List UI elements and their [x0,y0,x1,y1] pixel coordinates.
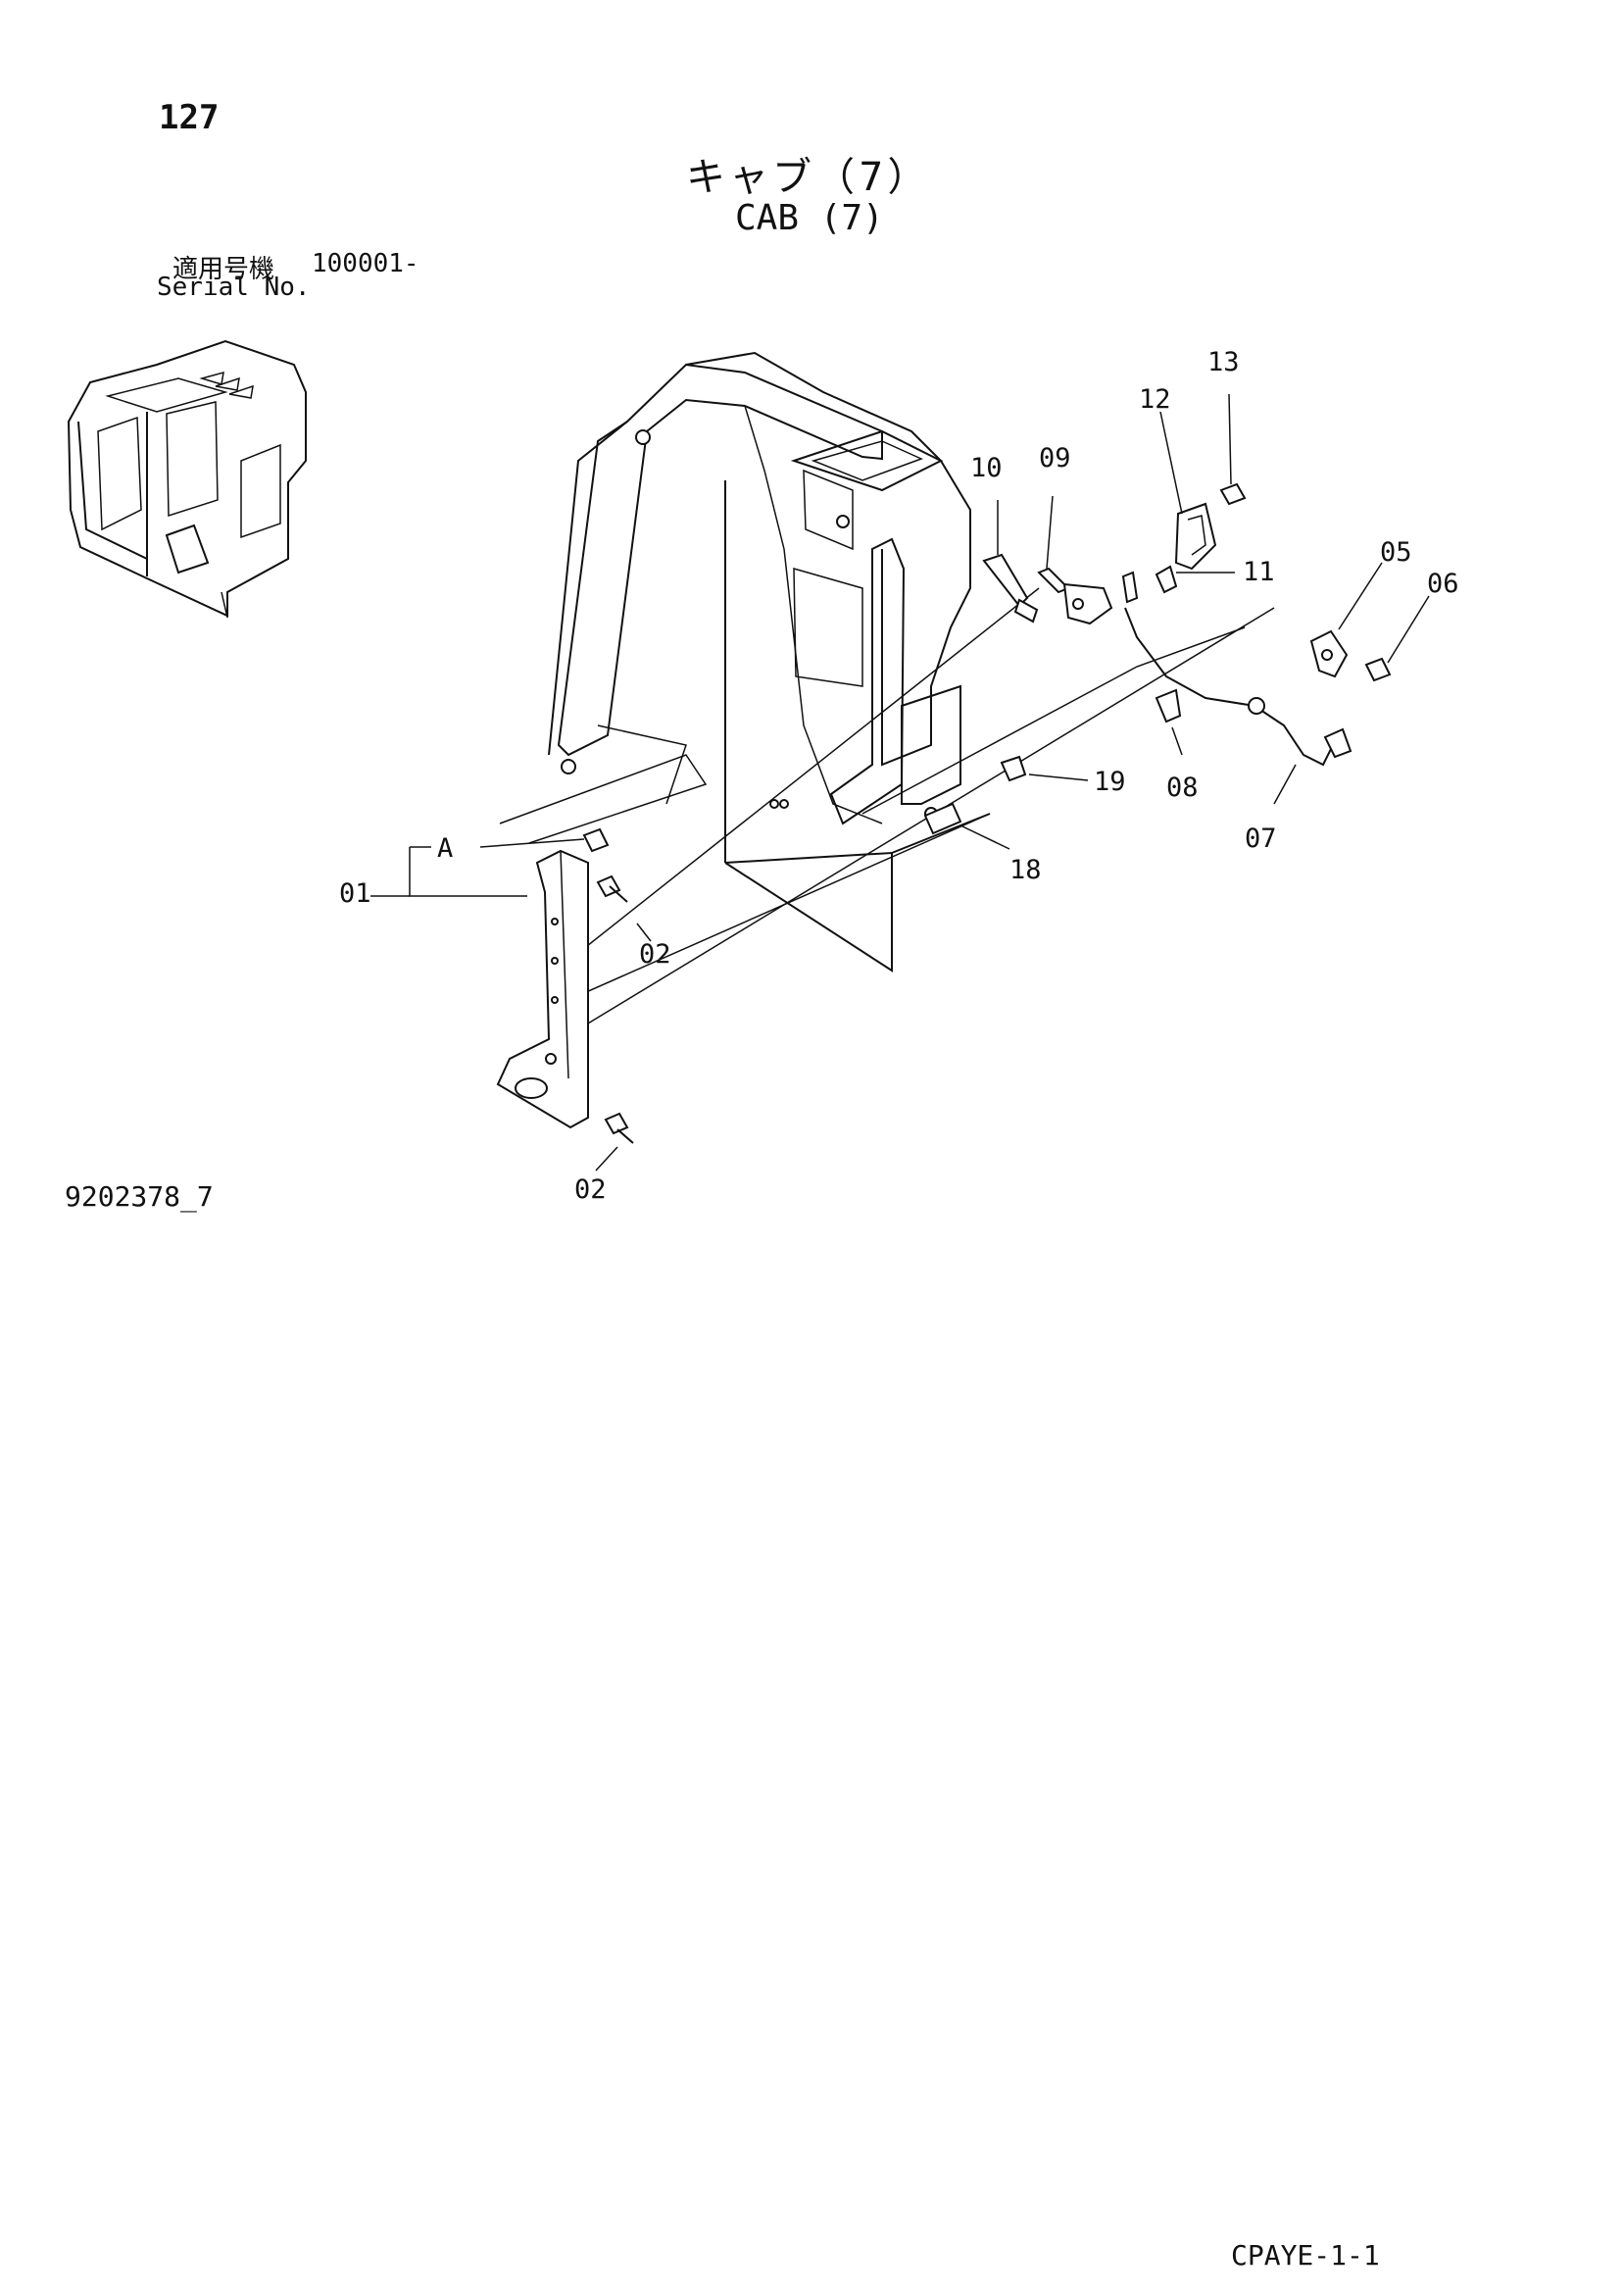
serial-value: 100001- [312,249,419,278]
callout-05: 05 [1380,537,1412,568]
latch-lever-part-10 [982,553,1039,624]
pillar-bracket-part-01 [496,849,589,1129]
callout-02-lower: 02 [574,1174,607,1205]
callout-07: 07 [1245,824,1277,854]
callout-06: 06 [1427,569,1459,599]
bolt-part-A [582,827,610,853]
page-title-jp: キャブ（7） [686,155,931,200]
callout-13: 13 [1207,347,1240,377]
plate-part-18 [923,802,962,835]
callout-01: 01 [339,878,371,909]
callout-09: 09 [1039,443,1071,474]
bolt-part-02-upper [596,874,628,903]
grommet-part-11 [1155,565,1178,594]
bracket-part-12 [1174,502,1217,571]
bracket-part-05 [1309,629,1349,678]
latch-assembly-part-09 [1037,567,1113,625]
callout-10: 10 [970,453,1003,483]
serial-label-en: Serial No. [157,273,311,302]
callout-12: 12 [1139,384,1171,415]
bolt-part-19 [1000,755,1027,782]
document-code: CPAYE-1-1 [1231,2239,1380,2271]
callout-08: 08 [1166,773,1199,803]
callout-11: 11 [1243,557,1275,587]
leader-lines [370,393,1430,1172]
screw-part-13 [1219,482,1247,506]
bolt-part-06 [1364,657,1392,682]
projection-lines [567,587,1275,1030]
cab-key-plan-thumbnail [67,339,307,619]
callout-19: 19 [1094,767,1126,797]
callout-18: 18 [1009,855,1042,885]
page-number: 127 [159,98,220,137]
page-title-en: CAB (7) [735,198,884,238]
clip-part-08 [1155,688,1182,724]
callout-02-upper: 02 [639,939,671,970]
cable-part-07 [1121,571,1352,767]
bolt-part-02-lower [604,1112,634,1144]
cab-frame [499,351,991,973]
serial-label-jp: 適用号機 [172,255,275,284]
figure-code: 9202378_7 [65,1180,214,1213]
callout-A: A [437,833,453,864]
